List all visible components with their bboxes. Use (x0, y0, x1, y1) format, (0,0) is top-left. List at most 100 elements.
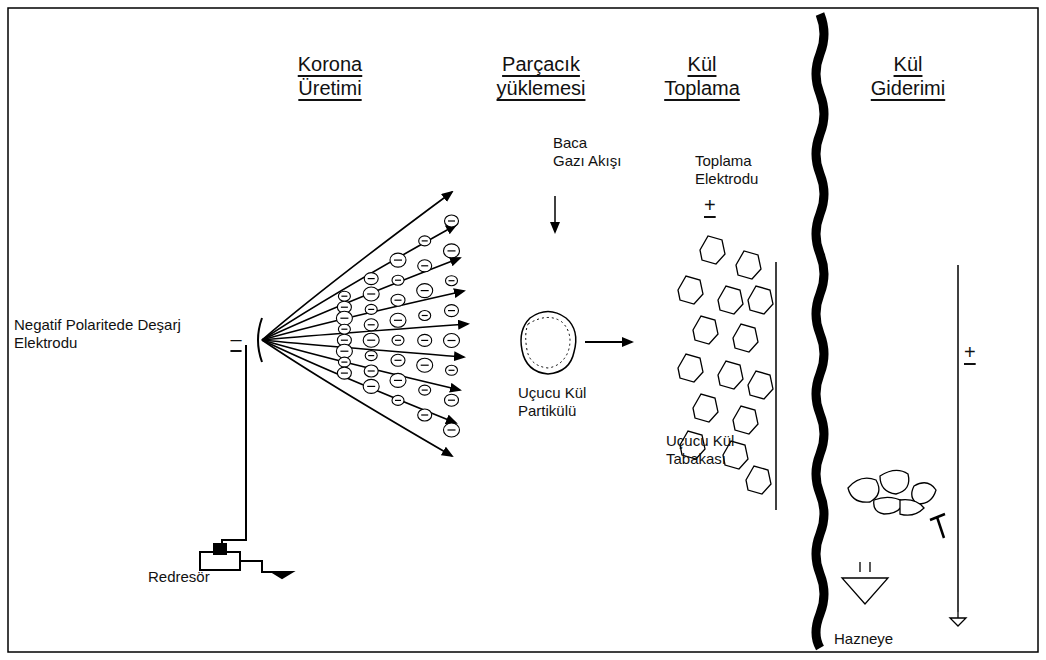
ash-flake (678, 276, 703, 304)
ion-sign (422, 390, 428, 391)
ion-symbol (446, 276, 458, 286)
field-line (262, 225, 456, 340)
ion-symbol (364, 319, 378, 331)
ion-sign (421, 290, 429, 291)
ion-sign (368, 278, 375, 279)
ion-symbol (338, 357, 350, 367)
field-line (262, 340, 452, 456)
ion-symbol (444, 423, 460, 437)
ash-flake (718, 361, 743, 389)
ion-sign (341, 307, 348, 308)
ion-sign (421, 365, 429, 366)
rapper-hammer (930, 514, 945, 538)
collection-electrode (775, 262, 777, 510)
ion-sign (341, 373, 348, 374)
ion-sign (368, 355, 374, 356)
ion-sign (421, 340, 428, 341)
ion-sign (448, 220, 455, 221)
ion-sign (448, 400, 455, 401)
ion-sign (449, 370, 455, 371)
ion-sign (394, 260, 402, 261)
ion-symbol (365, 304, 377, 314)
ion-symbol (418, 260, 432, 272)
ion-sign (395, 400, 401, 401)
ash-flake (746, 466, 771, 494)
ash-flake (700, 236, 725, 264)
ion-sign (395, 340, 401, 341)
ash-flake (748, 286, 773, 314)
ion-sign (340, 318, 348, 319)
ion-sign (394, 320, 402, 321)
ion-sign (421, 265, 428, 266)
ion-symbol (391, 294, 405, 306)
section-heading: Kül Giderimi (858, 52, 958, 100)
field-line (262, 340, 460, 390)
ion-symbol (392, 275, 404, 285)
falling-ash (848, 470, 936, 515)
ion-symbol (392, 395, 404, 405)
ion-sign (368, 309, 374, 310)
ion-symbol (363, 287, 379, 301)
ion-sign (340, 351, 348, 352)
ion-sign (394, 380, 402, 381)
ion-sign (448, 429, 456, 430)
ash-flake (736, 251, 761, 279)
ion-symbol (392, 335, 404, 345)
ion-sign (341, 340, 348, 341)
ion-sign (422, 240, 428, 241)
part-label: Redresör (148, 568, 228, 586)
ion-symbol (419, 311, 431, 321)
ion-symbol (364, 365, 378, 377)
ion-symbol (338, 291, 350, 301)
ash-flake (748, 371, 773, 399)
gas-flow-arrow (554, 196, 556, 232)
particle-charge (526, 317, 570, 368)
ion-symbol (336, 344, 352, 358)
part-label: Negatif Polaritede Deşarj Elektrodu (14, 316, 204, 352)
ion-sign (395, 280, 401, 281)
ion-symbol (417, 284, 433, 298)
ash-flake (733, 324, 758, 352)
ion-sign (368, 370, 375, 371)
ion-sign (449, 280, 455, 281)
ash-flake (733, 406, 758, 434)
field-line (262, 192, 452, 340)
ash-flake (678, 354, 703, 382)
ash-flake (693, 394, 718, 422)
ion-symbol (337, 367, 351, 379)
part-label: Uçucu Kül Partikülü (518, 384, 628, 420)
section-heading: + (704, 193, 724, 217)
ion-symbol (418, 409, 432, 421)
ion-symbol (445, 394, 459, 406)
frame (8, 8, 1038, 652)
section-heading: Korona Üretimi (265, 52, 395, 100)
ion-sign (367, 340, 375, 341)
ion-sign (395, 300, 402, 301)
field-line (262, 340, 456, 423)
section-heading: Kül Toplama (652, 52, 752, 100)
particle-motion-arrow (585, 341, 632, 343)
ion-symbol (390, 313, 406, 327)
ion-sign (422, 315, 428, 316)
ash-particle (521, 312, 576, 375)
ion-symbol (390, 373, 406, 387)
ash-flake (693, 316, 718, 344)
part-label: Hazneye (834, 630, 924, 648)
ion-symbol (338, 324, 350, 334)
ion-symbol (364, 273, 378, 285)
corona-fan (258, 192, 468, 456)
ion-sign (448, 250, 456, 251)
ion-sign (448, 340, 456, 341)
part-label: Baca Gazı Akışı (553, 134, 623, 170)
ion-sign (368, 324, 375, 325)
ion-symbol (391, 354, 405, 366)
collection-plate (957, 265, 959, 612)
section-heading: Parçacık yüklemesi (486, 52, 596, 100)
ion-symbol (446, 365, 458, 375)
section-heading: – (226, 327, 246, 351)
ion-sign (341, 296, 347, 297)
section-heading: + (964, 340, 986, 364)
ion-sign (367, 386, 375, 387)
ion-symbol (390, 253, 406, 267)
ion-symbol (363, 333, 379, 347)
